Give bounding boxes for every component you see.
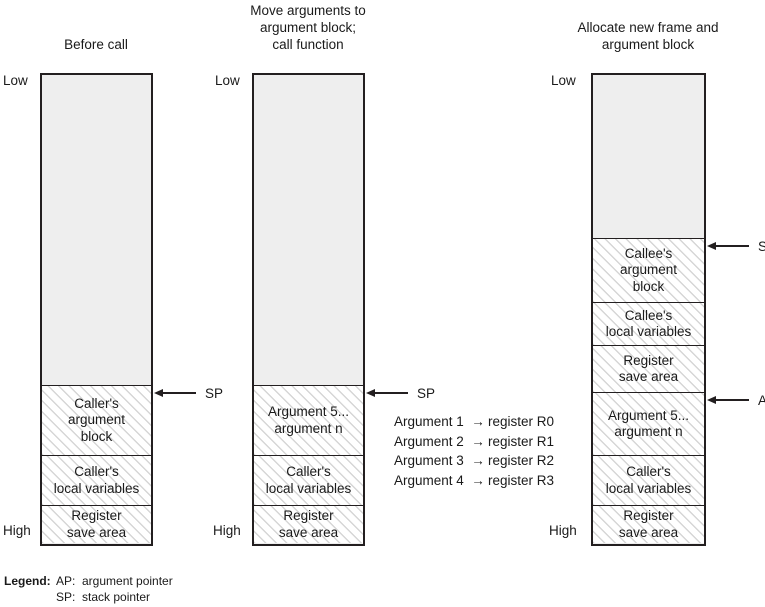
register-mapping-row: Argument 3 → register R2 xyxy=(394,451,554,471)
pointer-label: AP xyxy=(758,392,765,408)
column-title-allocate-new-frame: Allocate new frame and argument block xyxy=(577,20,719,52)
register-label: register R0 xyxy=(488,414,555,429)
segment-line: Callee's xyxy=(624,245,673,261)
segment-line: Callee's xyxy=(624,307,673,323)
segment-callers-local-variables: Caller's local variables xyxy=(42,455,151,505)
register-label: register R3 xyxy=(488,472,555,488)
segment-register-save-area: Register save area xyxy=(42,505,151,543)
pointer-label: SP xyxy=(417,385,436,401)
segment-caller-register-save-area: Register save area xyxy=(593,505,704,543)
arrow-shaft-icon xyxy=(374,392,408,394)
stack-before-call: Caller's argument block Caller's local v… xyxy=(40,73,153,546)
segment-line: local variables xyxy=(265,480,352,496)
sp-pointer-before-call: SP xyxy=(153,385,223,401)
segment-line: argument xyxy=(619,262,678,278)
segment-line: block xyxy=(80,428,113,444)
segment-line: save area xyxy=(618,369,679,384)
legend: Legend: AP: argument pointer SP: stack p… xyxy=(4,573,173,605)
segment-line: Register xyxy=(71,508,122,523)
legend-title: Legend: xyxy=(4,574,51,588)
legend-key: AP: xyxy=(56,574,76,588)
arrow-shaft-icon xyxy=(715,245,749,247)
legend-entry-ap: AP: argument pointer xyxy=(56,573,173,589)
segment-callers-argument-block: Caller's argument block xyxy=(42,385,151,455)
segment-line: block xyxy=(632,278,665,294)
segment-callees-local-variables: Callee's local variables xyxy=(593,302,704,345)
segment-argument-block: Argument 5... argument n xyxy=(254,385,363,455)
sp-pointer-move-arguments: SP xyxy=(365,385,435,401)
argument-label: Argument 3 xyxy=(394,453,464,468)
legend-entry-sp: SP: stack pointer xyxy=(56,589,173,605)
register-mapping-row: Argument 1 → register R0 xyxy=(394,412,554,432)
legend-description: stack pointer xyxy=(82,590,151,604)
high-label-allocate-new-frame: High xyxy=(549,523,577,538)
stack-allocate-new-frame: Callee's argument block Callee's local v… xyxy=(591,73,706,546)
segment-line: Argument 5... xyxy=(607,407,690,423)
segment-line: save area xyxy=(278,524,339,540)
argument-label: Argument 1 xyxy=(394,414,464,429)
maps-to-arrow-icon: → xyxy=(471,453,485,468)
segment-argument-block: Argument 5... argument n xyxy=(593,392,704,455)
segment-callers-local-variables: Caller's local variables xyxy=(254,455,363,505)
ap-pointer-allocate-new-frame: AP xyxy=(706,392,765,408)
maps-to-arrow-icon: → xyxy=(471,472,485,488)
segment-line: Argument 5... xyxy=(267,404,350,419)
low-label-allocate-new-frame: Low xyxy=(551,73,576,88)
segment-line: save area xyxy=(618,524,679,540)
register-mapping-row: Argument 2 → register R1 xyxy=(394,432,554,452)
segment-callees-argument-block: Callee's argument block xyxy=(593,238,704,302)
segment-line: argument xyxy=(67,412,126,428)
pointer-label: SP xyxy=(205,385,224,401)
stack-move-arguments: Argument 5... argument n Caller's local … xyxy=(252,73,365,546)
segment-callee-register-save-area: Register save area xyxy=(593,345,704,392)
pointer-label: SP xyxy=(758,238,765,254)
segment-line: Register xyxy=(283,508,334,523)
register-label: register R1 xyxy=(488,433,555,449)
segment-line: argument n xyxy=(274,420,343,436)
arrow-shaft-icon xyxy=(162,392,196,394)
argument-label: Argument 2 xyxy=(394,433,464,449)
column-title-before-call: Before call xyxy=(64,37,128,52)
sp-pointer-allocate-new-frame: SP xyxy=(706,238,765,254)
register-label: register R2 xyxy=(488,453,555,468)
segment-line: Register xyxy=(623,352,674,368)
segment-line: local variables xyxy=(605,324,692,339)
low-label-before-call: Low xyxy=(3,73,28,88)
segment-register-save-area: Register save area xyxy=(254,505,363,543)
legend-description: argument pointer xyxy=(82,574,173,588)
arrow-shaft-icon xyxy=(715,399,749,401)
register-mapping-list: Argument 1 → register R0 Argument 2 → re… xyxy=(394,412,554,490)
column-title-move-arguments: Move arguments to argument block; call f… xyxy=(250,3,366,52)
segment-callers-local-variables: Caller's local variables xyxy=(593,455,704,505)
high-label-before-call: High xyxy=(3,523,31,538)
segment-line: Caller's xyxy=(74,464,119,479)
segment-line: Caller's xyxy=(626,464,671,479)
segment-line: local variables xyxy=(53,480,140,496)
segment-line: Caller's xyxy=(286,464,331,479)
maps-to-arrow-icon: → xyxy=(471,414,485,429)
segment-line: argument n xyxy=(614,424,683,439)
segment-line: Register xyxy=(623,508,674,523)
segment-free-space xyxy=(593,75,704,238)
segment-line: save area xyxy=(66,524,127,540)
segment-free-space xyxy=(254,75,363,385)
legend-key: SP: xyxy=(56,590,76,604)
segment-line: Caller's xyxy=(74,395,119,411)
register-mapping-row: Argument 4 → register R3 xyxy=(394,471,554,491)
maps-to-arrow-icon: → xyxy=(471,433,485,449)
segment-free-space xyxy=(42,75,151,385)
high-label-move-arguments: High xyxy=(213,523,241,538)
low-label-move-arguments: Low xyxy=(215,73,240,88)
segment-line: local variables xyxy=(605,480,692,496)
argument-label: Argument 4 xyxy=(394,472,464,488)
